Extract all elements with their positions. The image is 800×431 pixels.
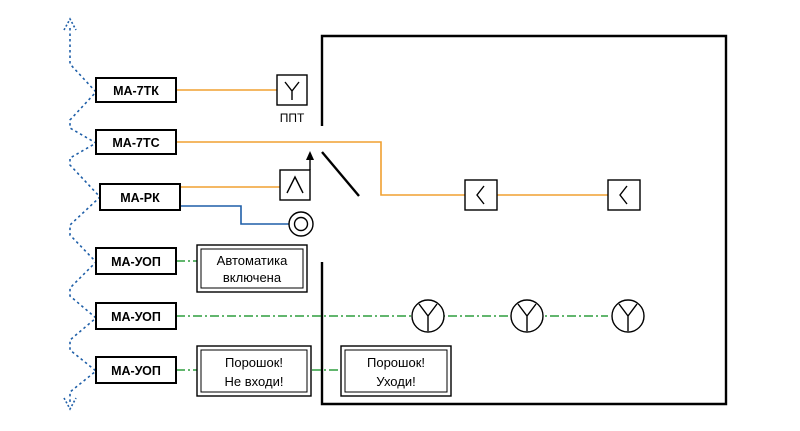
module-ma-7tc: МА-7ТС [95,129,177,155]
sign-line-1: Порошок! [367,355,425,370]
bus-arrow-down-icon [63,397,77,411]
module-ma-uop-2: МА-УОП [95,302,177,330]
signal-bus [63,17,102,411]
sign-line-1: Автоматика [217,253,288,268]
horn-y-icon [418,303,438,331]
button-caret-icon [286,175,304,194]
horn-y-icon [618,303,638,331]
sign-line-1: Порошок! [225,355,283,370]
sign-line-2: включена [223,270,282,285]
module-ma-uop-3: МА-УОП [95,356,177,384]
horn-2 [510,299,544,333]
bus-arrow-up-icon [63,17,77,31]
module-label: МА-УОП [111,255,161,269]
room-wall-upper [320,34,728,406]
manual-start-button [279,169,311,201]
bus-dotted-line [69,28,102,402]
sign-powder-leave: Порошок! Уходи! [340,345,452,397]
indicator-lamp-icon [288,211,314,237]
module-label: МА-РК [120,191,160,205]
siren-2 [607,179,641,211]
horn-1 [411,299,445,333]
horn-3 [611,299,645,333]
door-sensor-arrow-icon [306,151,314,170]
module-ma-7tk: МА-7ТК [95,77,177,103]
horn-y-icon [517,303,537,331]
wires [176,89,608,371]
room-door [321,151,360,197]
sign-line-2: Не входи! [225,374,284,389]
wire-rk-lamp [180,205,289,225]
module-label: МА-УОП [111,364,161,378]
module-label: МА-7ТС [112,136,159,150]
module-label: МА-УОП [111,310,161,324]
protected-room [320,34,728,406]
sign-automatic-on: Автоматика включена [196,244,308,293]
detector-y-icon [284,81,300,100]
siren-1 [464,179,498,211]
siren-zigzag-icon [476,185,485,205]
module-label: МА-7ТК [113,84,159,98]
module-ma-rk: МА-РК [99,183,181,211]
heat-detector: ППТ [276,74,308,125]
sign-powder-no-entry: Порошок! Не входи! [196,345,312,397]
siren-zigzag-icon [619,185,628,205]
detector-label: ППТ [280,111,305,125]
module-ma-uop-1: МА-УОП [95,247,177,275]
sign-line-2: Уходи! [376,374,415,389]
